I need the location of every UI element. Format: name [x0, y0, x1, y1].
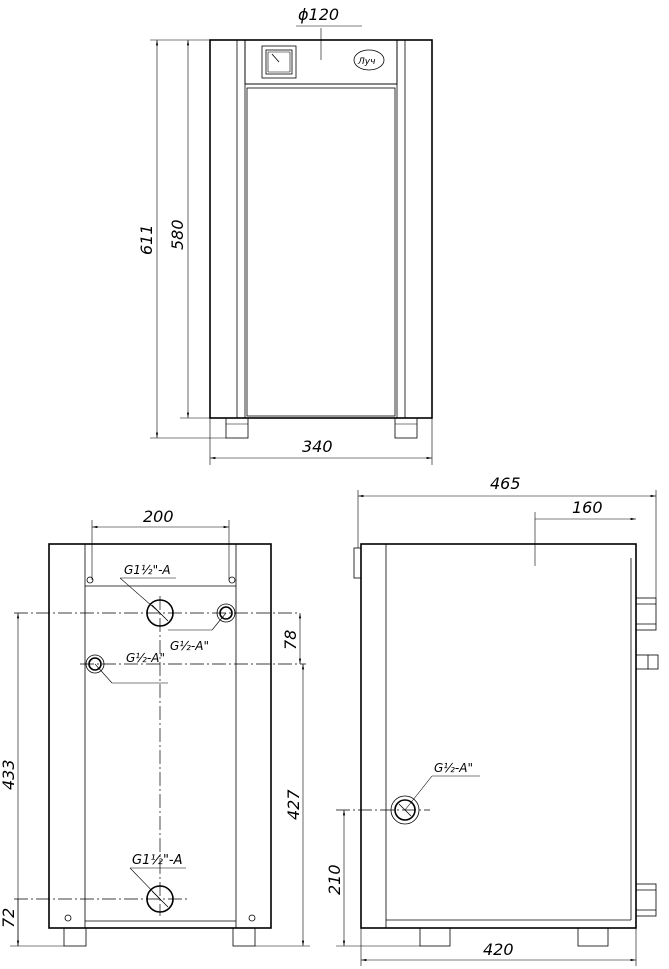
- label-right-fitting: G½-A": [170, 639, 209, 653]
- front-body-outline: [209, 39, 433, 419]
- label-bottom-pipe: G1½"-A: [132, 853, 183, 868]
- dim-340: 340: [302, 437, 333, 456]
- rear-view: 200 G1½"-A G½-A" G½-A" G1½"-A 433 72 78 …: [0, 507, 310, 947]
- front-view: Луч 611 580 340 ϕ120: [137, 5, 433, 465]
- dim-580: 580: [168, 219, 187, 250]
- rear-body-outline: [48, 543, 272, 929]
- dim-200: 200: [143, 507, 174, 526]
- side-fitting-icon-rear: [635, 654, 659, 670]
- foot-left: [225, 417, 249, 439]
- dim-210: 210: [325, 864, 344, 895]
- dim-611: 611: [137, 224, 156, 255]
- dim-427: 427: [284, 789, 303, 820]
- label-left-fitting: G½-A": [126, 651, 165, 665]
- front-door: [246, 87, 396, 417]
- foot-right: [394, 417, 418, 439]
- brand-logo: Луч: [353, 49, 385, 71]
- dim-420: 420: [483, 940, 514, 959]
- label-side-fitting: G½-A": [434, 761, 473, 775]
- rear-foot-right: [232, 927, 256, 947]
- dim-gauge-diameter: ϕ120: [298, 5, 339, 24]
- side-view: 465 160 G½-A" 210 420: [325, 474, 659, 966]
- label-top-pipe: G1½"-A: [124, 563, 171, 577]
- side-foot-front: [419, 927, 451, 947]
- side-bottom-pipe-icon: [635, 883, 657, 917]
- dim-78: 78: [281, 630, 300, 650]
- svg-text:Луч: Луч: [357, 57, 375, 67]
- pressure-gauge-icon: [261, 45, 297, 79]
- side-body-outline: [360, 543, 637, 929]
- dim-465: 465: [490, 474, 521, 493]
- side-foot-rear: [577, 927, 609, 947]
- dim-433: 433: [0, 759, 18, 790]
- side-top-pipe-icon: [635, 597, 657, 631]
- rear-foot-left: [63, 927, 87, 947]
- dim-72: 72: [0, 908, 18, 928]
- dim-160: 160: [572, 498, 603, 517]
